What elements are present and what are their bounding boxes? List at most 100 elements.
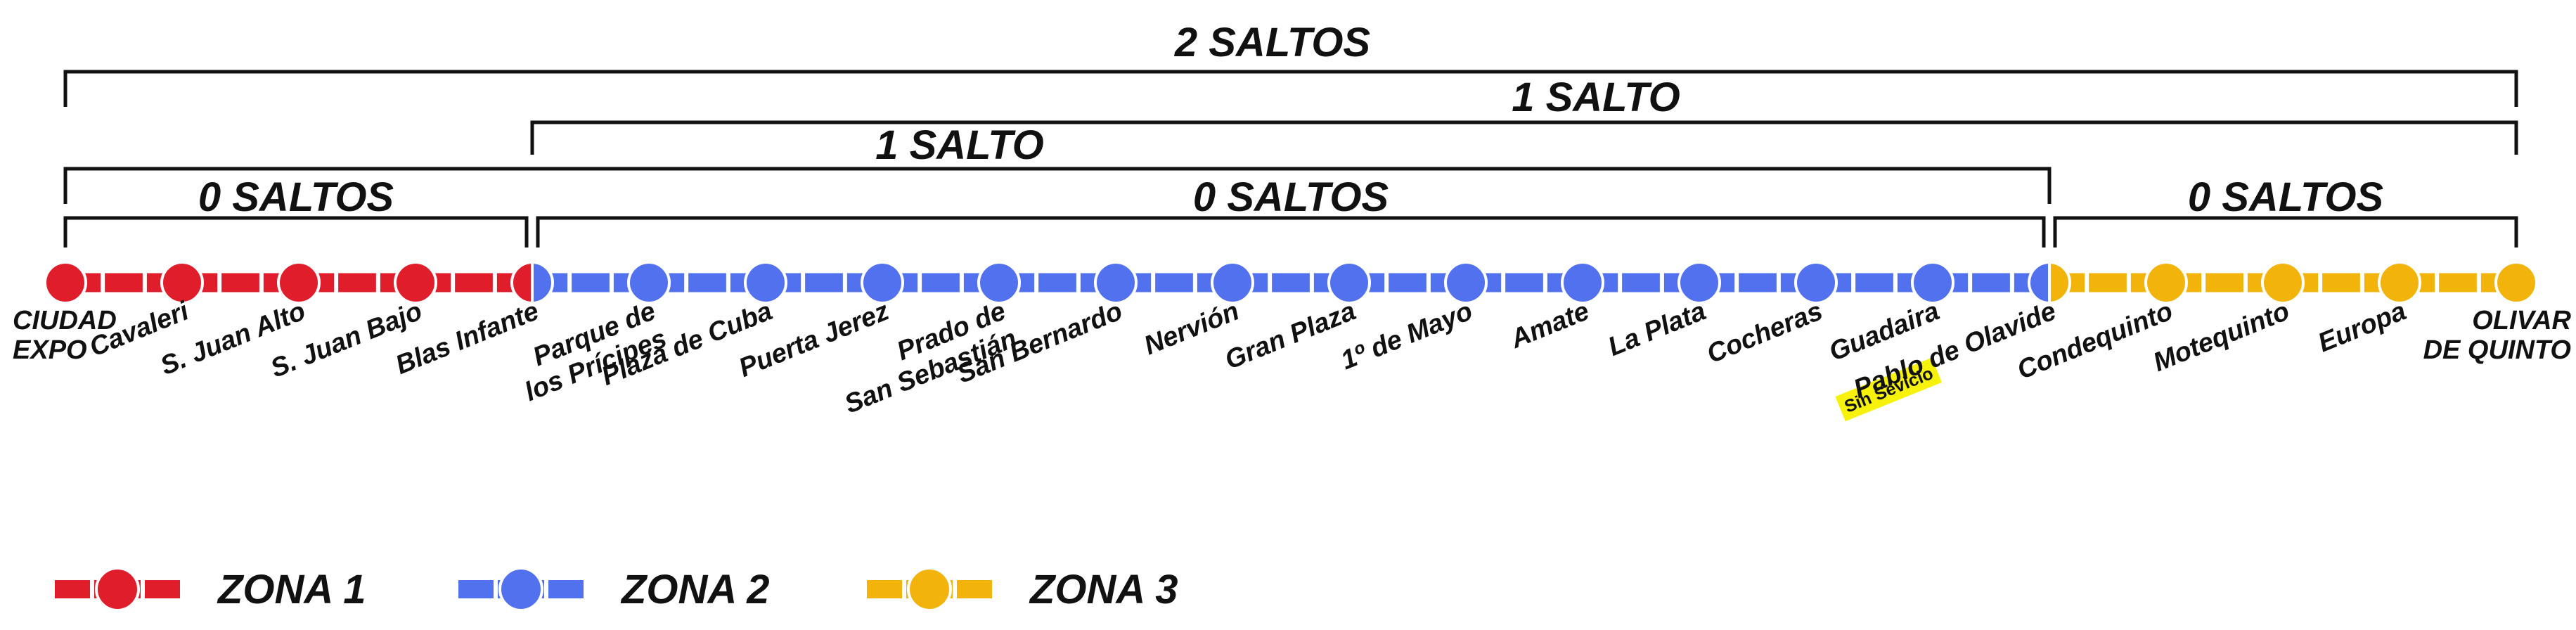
- station-label: Motequinto: [2149, 296, 2294, 378]
- bracket-line: [63, 216, 529, 248]
- line-gap: [917, 271, 922, 294]
- hop-bracket: 0 SALTOS: [2053, 174, 2518, 248]
- hop-bracket: 0 SALTOS: [63, 174, 529, 248]
- station-marker[interactable]: [1444, 261, 1488, 304]
- station-marker[interactable]: [1911, 261, 1954, 304]
- station-marker-left-half[interactable]: [2028, 260, 2051, 305]
- hop-label: 0 SALTOS: [198, 174, 394, 220]
- legend-gap: [544, 579, 548, 600]
- line-gap: [2085, 271, 2089, 294]
- hop-label: 2 SALTOS: [1174, 20, 1371, 65]
- station-marker-left-half[interactable]: [510, 260, 534, 305]
- station-marker[interactable]: [44, 261, 87, 304]
- line-gap: [567, 271, 572, 294]
- station-marker[interactable]: [861, 261, 904, 304]
- line-gap: [2126, 271, 2131, 294]
- hop-label: 0 SALTOS: [2188, 174, 2384, 220]
- station-marker[interactable]: [2261, 261, 2305, 304]
- line-gap: [217, 271, 222, 294]
- legend-item: ZONA 3: [867, 567, 1178, 612]
- line-gap: [375, 271, 380, 294]
- station-marker-right-half[interactable]: [531, 260, 554, 305]
- legend-gap: [902, 579, 906, 600]
- station-marker[interactable]: [1211, 261, 1254, 304]
- line-gap: [684, 271, 689, 294]
- legend-label: ZONA 1: [217, 567, 366, 612]
- station-marker[interactable]: [2494, 261, 2538, 304]
- line-gap: [1851, 271, 1856, 294]
- legend-item: ZONA 1: [55, 567, 366, 612]
- line-gap: [2243, 271, 2248, 294]
- line-gap: [1426, 271, 1431, 294]
- line-gap: [1776, 271, 1781, 294]
- bracket-line: [63, 167, 2052, 204]
- hop-bracket: 1 SALTO: [530, 75, 2518, 155]
- legend-label: ZONA 3: [1029, 567, 1178, 612]
- hop-label: 0 SALTOS: [1193, 174, 1389, 220]
- line-gap: [492, 271, 497, 294]
- station-marker[interactable]: [627, 261, 671, 304]
- station-marker[interactable]: [160, 261, 204, 304]
- line-gap: [142, 271, 147, 294]
- line-gap: [1034, 271, 1039, 294]
- line-gap: [2476, 271, 2481, 294]
- station-marker[interactable]: [2144, 261, 2188, 304]
- fare-hop-brackets: 2 SALTOS 1 SALTO 1 SALTO 0 SALTOS 0 SALTOS 0 …: [63, 20, 2518, 248]
- station-marker-right-half[interactable]: [2048, 260, 2071, 305]
- station-marker[interactable]: [1561, 261, 1604, 304]
- line-gap: [2318, 271, 2323, 294]
- hop-label: 1 SALTO: [875, 122, 1044, 168]
- legend-gap: [953, 579, 957, 600]
- line-gap: [726, 271, 730, 294]
- line-gap: [2009, 271, 2014, 294]
- bracket-line: [536, 216, 2046, 248]
- line-gap: [959, 271, 964, 294]
- line-gap: [801, 271, 806, 294]
- hop-label: 1 SALTO: [1512, 75, 1680, 120]
- line-gap: [1501, 271, 1506, 294]
- line-gap: [1968, 271, 1973, 294]
- station-label: La Plata: [1604, 296, 1711, 362]
- line-gap: [1076, 271, 1081, 294]
- hop-bracket: 0 SALTOS: [536, 174, 2046, 248]
- legend-station-marker: [907, 567, 952, 612]
- station-marker[interactable]: [1094, 261, 1138, 304]
- station-marker[interactable]: [277, 261, 321, 304]
- line-gap: [334, 271, 339, 294]
- hop-bracket: 1 SALTO: [63, 122, 2052, 204]
- line-gap: [1192, 271, 1197, 294]
- station-marker[interactable]: [977, 261, 1021, 304]
- line-gap: [1543, 271, 1547, 294]
- metro-line: [44, 260, 2538, 305]
- line-gap: [1734, 271, 1739, 294]
- line-gap: [451, 271, 456, 294]
- line-gap: [2359, 271, 2364, 294]
- badge-background: [1835, 357, 1942, 422]
- bracket-line: [63, 70, 2518, 107]
- station-marker[interactable]: [2378, 261, 2421, 304]
- station-marker[interactable]: [1677, 261, 1721, 304]
- line-gap: [1151, 271, 1156, 294]
- legend-station-marker: [95, 567, 140, 612]
- bracket-line: [530, 120, 2518, 155]
- line-gap: [1659, 271, 1664, 294]
- station-marker[interactable]: [1327, 261, 1371, 304]
- legend-gap: [141, 579, 145, 600]
- station-marker[interactable]: [1794, 261, 1838, 304]
- legend-gap: [494, 579, 498, 600]
- station-marker[interactable]: [744, 261, 787, 304]
- line-gap: [2201, 271, 2206, 294]
- line-gap: [2435, 271, 2440, 294]
- line-gap: [1309, 271, 1314, 294]
- legend-station-marker: [498, 567, 543, 612]
- line-gap: [1268, 271, 1273, 294]
- line-gap: [609, 271, 614, 294]
- line-gap: [259, 271, 264, 294]
- bracket-line: [2053, 216, 2518, 248]
- station-label: 1º de Mayo: [1337, 296, 1476, 375]
- legend-label: ZONA 2: [620, 567, 770, 612]
- station-marker[interactable]: [394, 261, 437, 304]
- line-gap: [1893, 271, 1898, 294]
